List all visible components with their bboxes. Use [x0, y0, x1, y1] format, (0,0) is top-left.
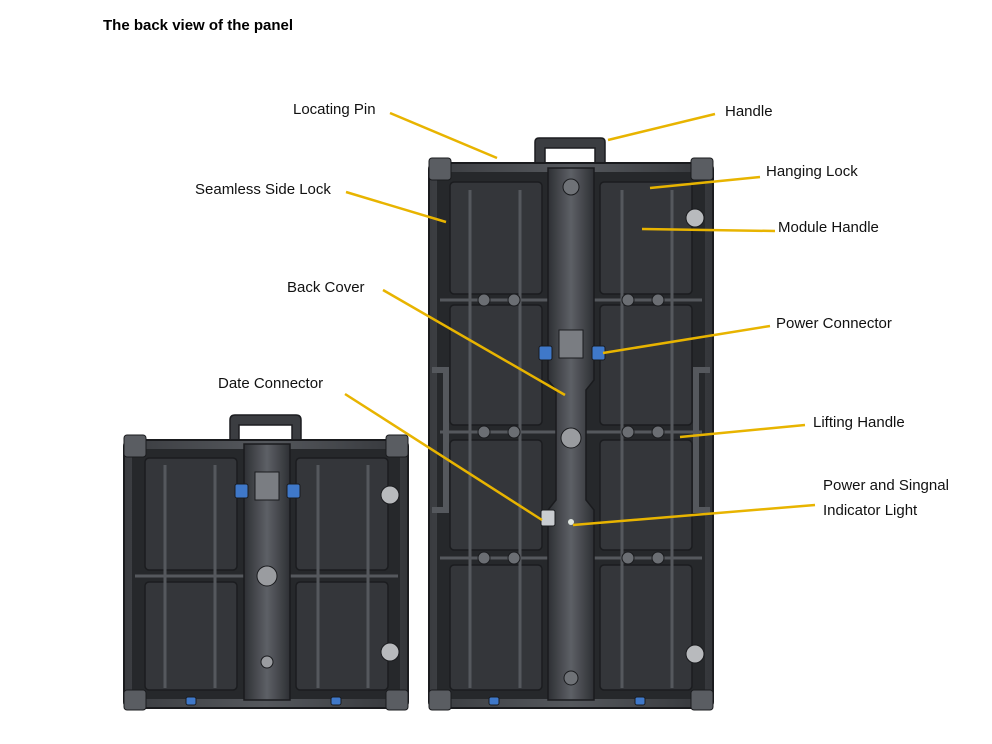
label-power-connector: Power Connector	[776, 315, 892, 332]
label-module-handle: Module Handle	[778, 219, 879, 236]
back-cover-line	[382, 288, 566, 397]
label-power-signal-line1: Power and Singnal	[823, 477, 949, 494]
callout-lines	[344, 111, 816, 527]
indicator-light-line	[572, 503, 816, 527]
handle-shape	[534, 137, 606, 164]
label-power-signal-line2: Indicator Light	[823, 502, 918, 519]
hanging-lock-line	[649, 175, 761, 190]
lifting-handle-line	[679, 423, 806, 439]
label-hanging-lock: Hanging Lock	[766, 163, 858, 180]
label-locating-pin: Locating Pin	[293, 101, 376, 118]
handle-line	[607, 112, 716, 142]
label-date-connector: Date Connector	[218, 375, 324, 392]
date-connector-line	[344, 392, 543, 522]
label-lifting-handle: Lifting Handle	[813, 414, 905, 431]
label-power-signal-indicator: Power and Singnal Indicator Light	[823, 473, 992, 523]
module-handle-line	[641, 227, 776, 233]
locating-pin-line	[389, 111, 498, 160]
label-handle: Handle	[725, 103, 773, 120]
power-connector-line	[602, 324, 771, 355]
label-back-cover: Back Cover	[287, 279, 365, 296]
label-seamless-side-lock: Seamless Side Lock	[195, 181, 331, 198]
large-panel	[428, 137, 714, 711]
small-panel	[123, 414, 409, 711]
seamless-side-lock-line	[345, 190, 447, 224]
diagram-title: The back view of the panel	[103, 17, 294, 34]
